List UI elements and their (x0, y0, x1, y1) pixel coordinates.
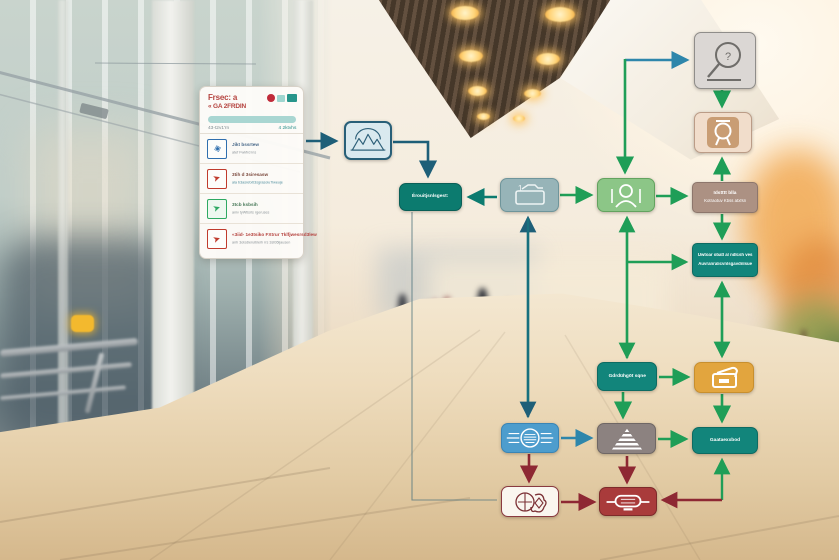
ceiling-light (513, 115, 525, 122)
node-result[interactable]: Gaataexxbod (692, 427, 758, 454)
magnifier-icon: ? (707, 41, 741, 81)
facade-column (58, 0, 68, 560)
pyramid-icon (609, 426, 644, 450)
node-mountain[interactable] (344, 121, 392, 160)
panel-legend (267, 94, 297, 102)
item-subtitle: aniv tyWtisrls rgeruses (232, 210, 270, 215)
node-assess-line2: Auvranralicvnlsgavdnlsue (698, 261, 752, 266)
node-result-label: Gaataexxbod (709, 437, 741, 443)
yellow-sign (71, 315, 94, 332)
item-subtitle: anh 3olsdieruibleih rrs 3sfd6ljausen (232, 241, 291, 245)
node-printer[interactable] (694, 362, 754, 393)
item-tag-icon: ◈ (207, 138, 227, 159)
node-process[interactable]: Érouitjsnlsgest: (399, 183, 462, 211)
panel-title: Frsec: a (208, 93, 238, 102)
item-title: «3iid- 1e3tsiko FXtrur Tklfjwesrsd3lew (232, 232, 317, 238)
item-arrow-icon: ➤ (207, 229, 227, 249)
ceiling-light (459, 50, 483, 62)
legend-square-teal (287, 94, 297, 102)
node-assess[interactable]: Uwtoar obatl al ndlcsh ves Auvranralicvn… (692, 243, 758, 277)
svg-text:?: ? (725, 51, 731, 63)
node-assess-line1: Uwtoar obatl al ndlcsh ves (697, 253, 753, 258)
node-process-label: Érouitjsnlsgest: (412, 194, 449, 199)
ceiling-light (524, 89, 541, 98)
node-document[interactable]: 1 (500, 178, 559, 212)
mountain-icon (350, 127, 386, 151)
ceiling-light (545, 7, 575, 22)
node-device[interactable] (599, 487, 657, 516)
device-icon (606, 494, 650, 510)
node-notes[interactable] (501, 423, 559, 453)
panel-item-list: ◈ Jikt bssrtew atef Fwkfrd ins ➤ 3tih d … (200, 133, 317, 254)
svg-text:1: 1 (518, 184, 523, 193)
legend-dot-red (267, 94, 275, 102)
list-item[interactable]: ➤ 3tih d 3siresasw ala b3asretxti3sgraso… (200, 164, 303, 194)
ceiling-light (468, 86, 487, 96)
progress-bar (208, 116, 296, 123)
brain-icon (515, 491, 547, 513)
ceiling-light (536, 53, 560, 65)
node-pyramid[interactable] (597, 423, 656, 454)
node-brain[interactable] (501, 486, 559, 517)
progress-label-left: 43-t2v1'rn (208, 125, 230, 131)
list-item[interactable]: ➤ 3tcb ksbsih aniv tyWtisrls rgeruses (200, 194, 303, 224)
node-label-tan[interactable]: Idstttt blla Kotraotuv Kbss atxfsn (692, 182, 758, 213)
item-title: 3tih d 3siresasw (232, 172, 269, 177)
panel-subtitle: « GA 2FRDIN (208, 103, 247, 110)
folder-icon: 1 (514, 184, 545, 205)
node-person[interactable] (597, 178, 655, 212)
item-arrow-icon: ➤ (207, 168, 227, 189)
node-stage[interactable]: Gdrdühgöt sqne (597, 362, 657, 391)
list-item[interactable]: ➤ «3iid- 1e3tsiko FXtrur Tklfjwesrsd3lew… (200, 224, 317, 254)
task-panel[interactable]: Frsec: a « GA 2FRDIN 43-t2v1'rn 4 2ktvhs… (199, 86, 317, 259)
panel-header: Frsec: a « GA 2FRDIN (200, 87, 303, 113)
item-subtitle: atef Fwkfrd ins (232, 150, 257, 155)
seal-icon (707, 117, 739, 148)
ceiling-light (451, 6, 479, 20)
node-label-tan-line2: Kotraotuv Kbss atxfsn (703, 199, 747, 204)
list-item[interactable]: ◈ Jikt bssrtew atef Fwkfrd ins (200, 134, 303, 164)
progress-label-right: 4 2ktvhs (278, 125, 296, 131)
item-arrow-icon: ➤ (207, 198, 227, 219)
printer-icon (712, 366, 739, 388)
text-circle-icon (506, 428, 554, 448)
node-label-tan-line1: Idstttt blla (713, 190, 737, 196)
node-search[interactable]: ? (694, 32, 756, 89)
node-stage-label: Gdrdühgöt sqne (608, 373, 646, 379)
node-badge[interactable] (694, 112, 752, 153)
ceiling-light (477, 113, 490, 120)
item-title: 3tcb ksbsih (232, 202, 258, 207)
item-subtitle: ala b3asretxti3sgrasoiu7lweuje (232, 180, 283, 185)
legend-square-light (277, 94, 285, 102)
item-title: Jikt bssrtew (232, 142, 260, 147)
person-icon (611, 184, 641, 208)
